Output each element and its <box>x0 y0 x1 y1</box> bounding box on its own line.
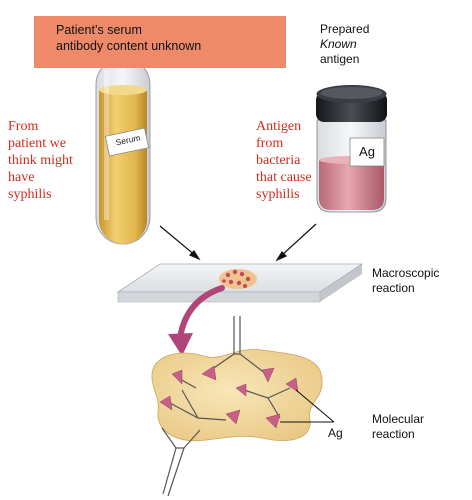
antigen-note-line: bacteria <box>256 153 301 168</box>
patient-note-line: patient we <box>8 136 66 151</box>
ag-pointer-lines <box>280 389 335 423</box>
antigen-note-line: Antigen <box>256 119 302 134</box>
prepared-antigen-caption: Prepared Known antigen <box>320 22 369 67</box>
known-line: Known <box>320 37 357 51</box>
clumped-particles <box>219 269 257 289</box>
molecular-line: Molecular <box>372 412 425 426</box>
antigen-line: antigen <box>320 52 360 66</box>
header-line-1: Patient’s serum <box>56 23 142 37</box>
antigen-bottle-label: Ag <box>359 144 375 159</box>
macro-line: Macroscopic <box>372 266 440 280</box>
patient-note-line: syphilis <box>8 187 52 202</box>
molecular-line: reaction <box>372 427 415 441</box>
antibody-molecules <box>161 316 291 497</box>
molecular-reaction-label: Molecular reaction <box>372 412 424 442</box>
patient-note-line: have <box>8 170 35 185</box>
antigen-bottle <box>316 85 387 213</box>
glass-slide <box>116 263 364 303</box>
antigen-note-line: that cause <box>256 170 312 185</box>
serum-unknown-header: Patient’s serum antibody content unknown <box>34 16 286 68</box>
antigen-note: Antigen from bacteria that cause syphili… <box>256 118 312 203</box>
ag-pointer-label: Ag <box>328 426 343 440</box>
antigen-note-line: syphilis <box>256 187 300 202</box>
prepared-line: Prepared <box>320 22 370 36</box>
header-line-2: antibody content unknown <box>56 39 202 53</box>
molecular-particle-blob <box>151 348 323 442</box>
macroscopic-reaction-label: Macroscopic reaction <box>372 266 439 296</box>
patient-note: From patient we think might have syphili… <box>8 118 73 203</box>
macro-line: reaction <box>372 281 415 295</box>
arrow-antigen-to-slide <box>275 223 317 262</box>
antigen-sites <box>159 365 299 429</box>
zoom-curved-arrow <box>168 285 225 356</box>
patient-note-line: From <box>8 119 39 134</box>
arrow-serum-to-slide <box>159 225 201 261</box>
antigen-note-line: from <box>256 136 284 151</box>
patient-note-line: think might <box>8 153 73 168</box>
serum-label-tag <box>104 127 150 157</box>
